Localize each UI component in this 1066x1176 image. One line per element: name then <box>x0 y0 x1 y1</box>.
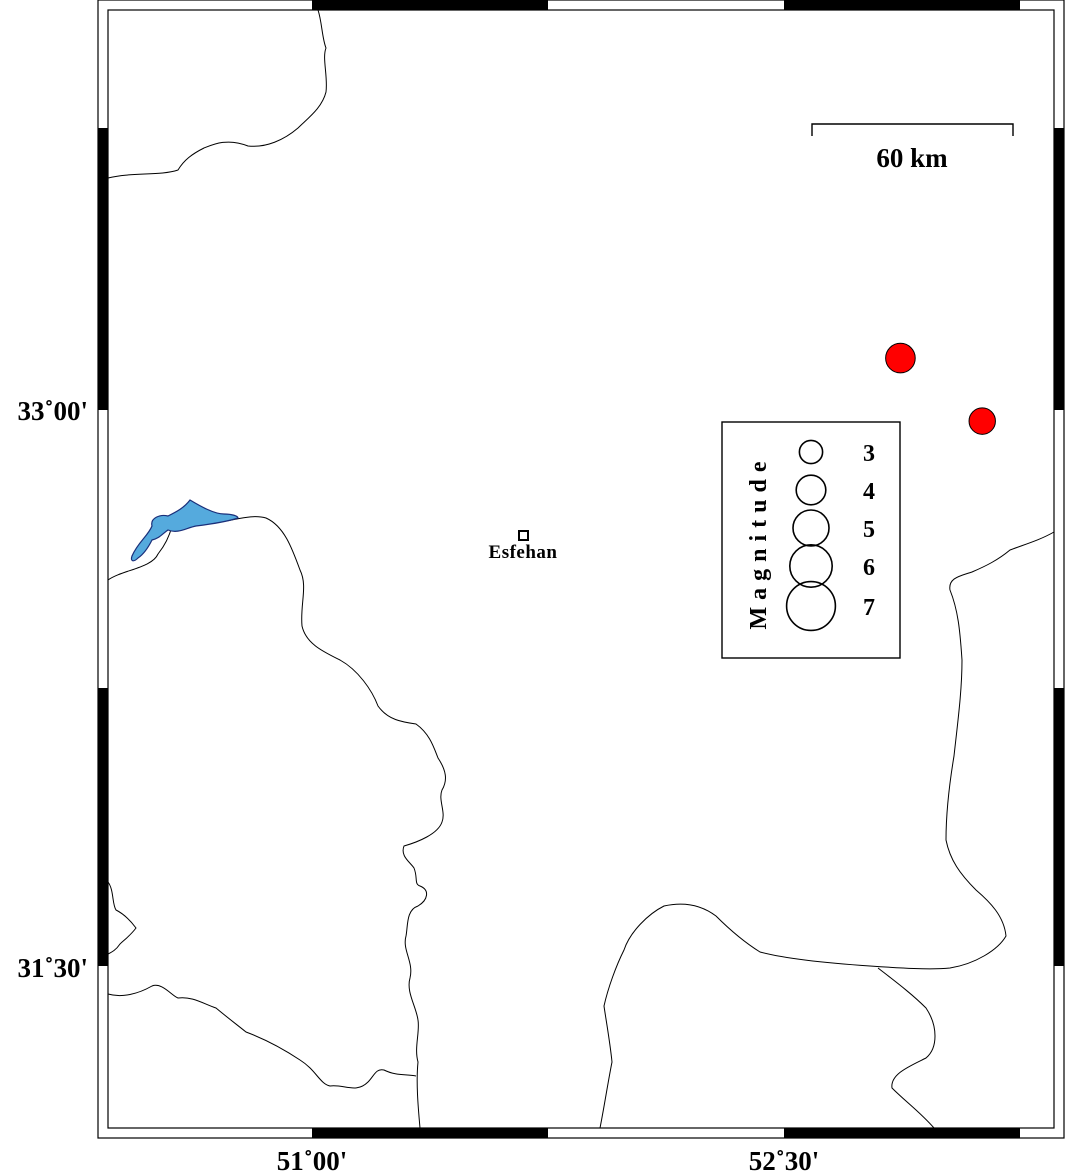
earthquake-marker <box>968 407 996 435</box>
legend-circle <box>792 509 830 547</box>
border-south <box>599 531 1055 1129</box>
province-borders <box>107 9 1055 1129</box>
earthquake-marker <box>885 342 916 374</box>
latitude-label-33: 33˚00' <box>18 396 89 426</box>
border-southwest <box>107 516 446 1129</box>
latitude-label-31-30: 31˚30' <box>18 953 89 983</box>
earthquake-markers <box>885 342 996 435</box>
legend-magnitude-label: 3 <box>863 441 875 467</box>
map-frame <box>97 0 1065 1139</box>
legend-magnitude-label: 7 <box>863 595 875 621</box>
legend-circle <box>795 474 827 506</box>
city-label: Esfehan <box>489 542 558 563</box>
legend-circle <box>788 543 833 588</box>
scale-bar: 60 km <box>811 123 1014 173</box>
border-southwest-lower <box>107 984 417 1089</box>
legend-circle <box>785 580 837 632</box>
longitude-label-52-30: 52˚30' <box>749 1146 820 1176</box>
legend-circle <box>798 439 824 465</box>
border-north <box>107 9 327 179</box>
city-marker-icon <box>518 530 529 541</box>
legend-magnitude-label: 6 <box>863 555 875 581</box>
legend-title: Magnitude <box>746 454 772 629</box>
scale-bar-label: 60 km <box>876 143 948 173</box>
legend-magnitude-label: 4 <box>863 479 875 505</box>
axis-labels: 33˚00' 31˚30' 51˚00' 52˚30' <box>18 396 820 1176</box>
legend-magnitude-label: 5 <box>863 517 875 543</box>
lake <box>130 499 239 562</box>
magnitude-legend: Magnitude 3 4 5 6 7 <box>721 421 901 659</box>
border-southwest-corner <box>107 881 137 955</box>
city-esfehan: Esfehan <box>489 530 558 563</box>
longitude-label-51: 51˚00' <box>277 1146 348 1176</box>
border-southeast <box>877 967 936 1129</box>
